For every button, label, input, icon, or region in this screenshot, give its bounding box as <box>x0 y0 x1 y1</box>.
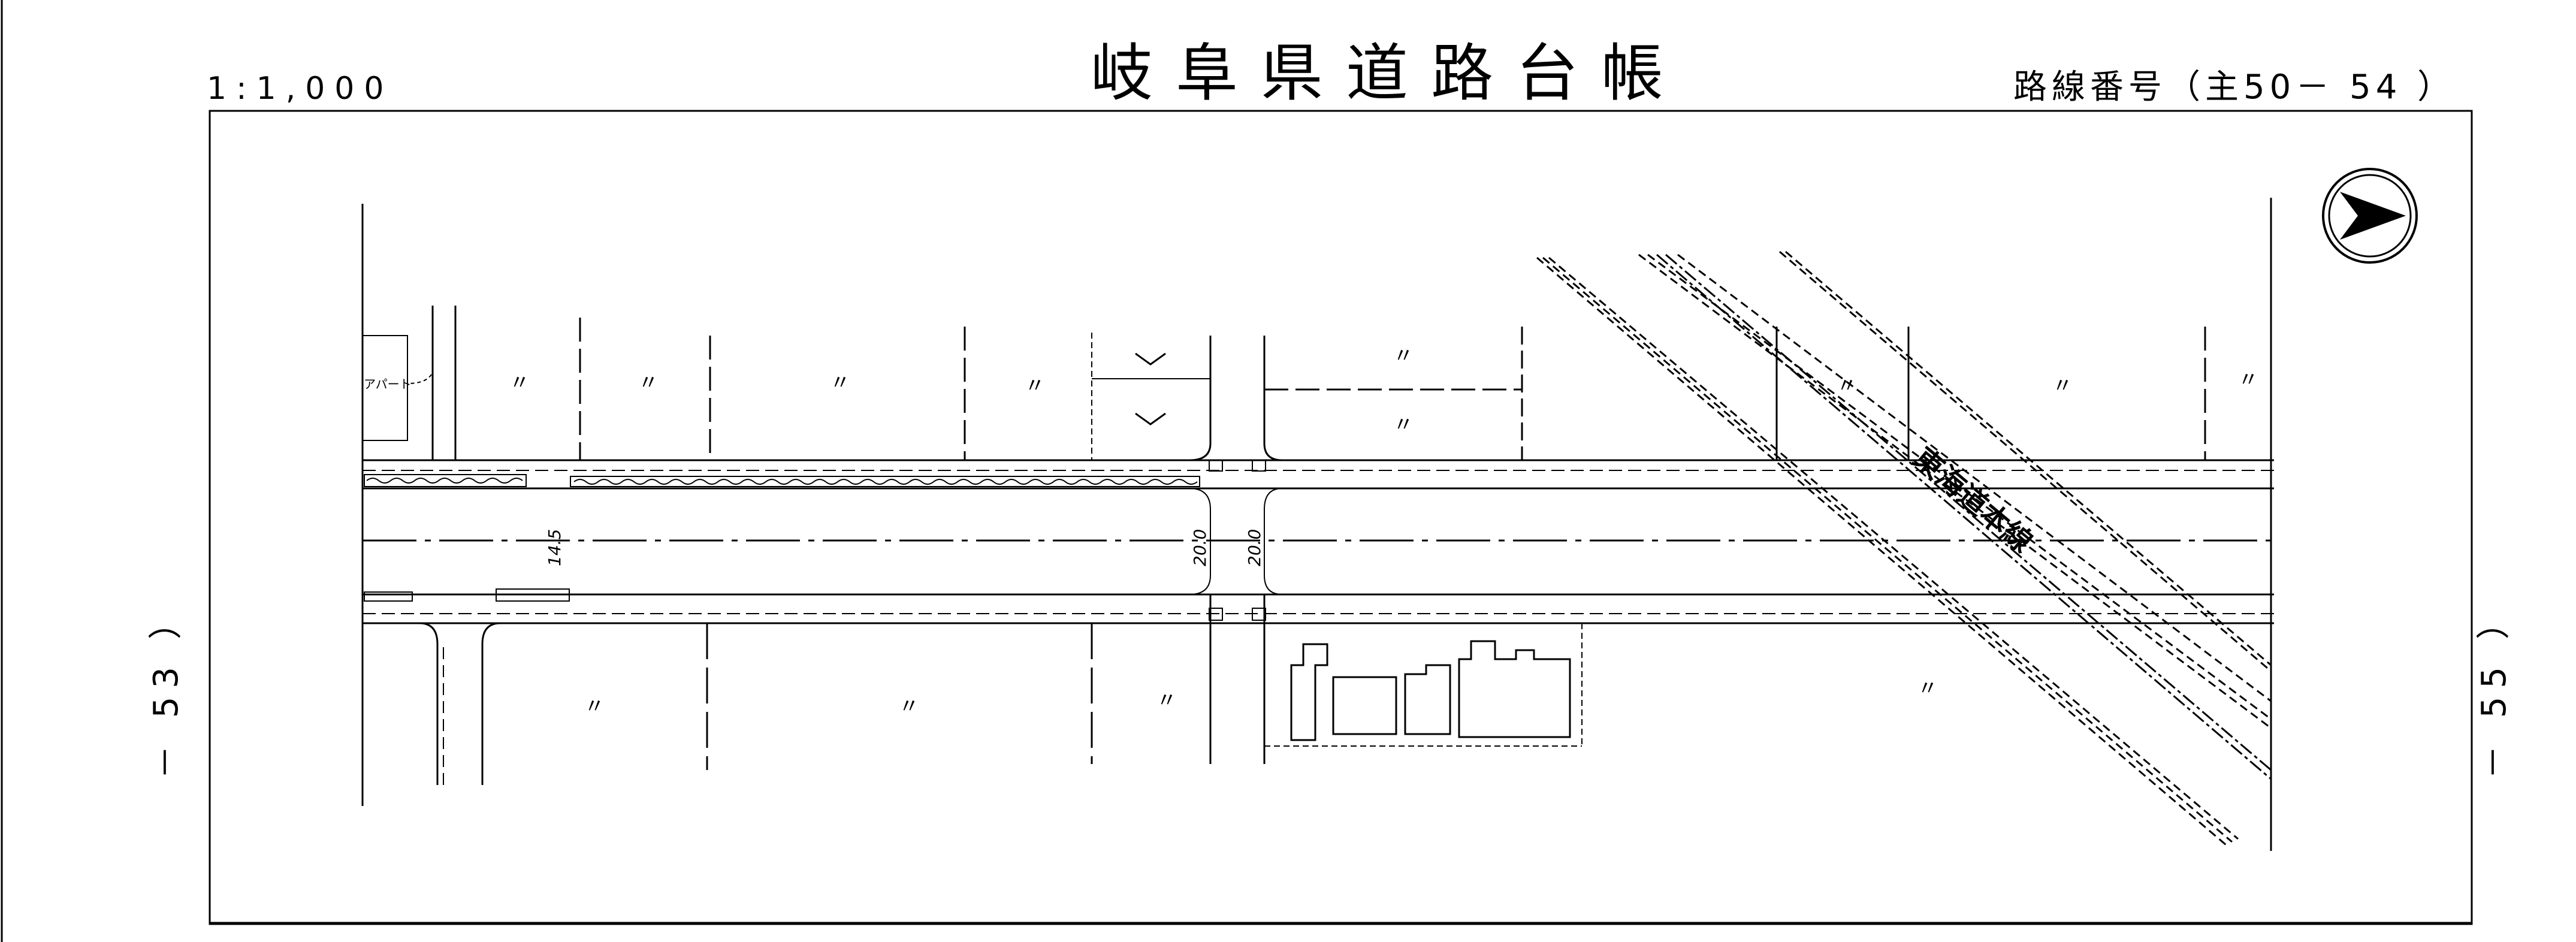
ditto-mark: 〃 <box>1837 374 1857 398</box>
buildings <box>1290 640 1571 741</box>
ditto-mark: 〃 <box>584 695 605 718</box>
ditto-mark: 〃 <box>2238 368 2258 392</box>
apartment-label: アパート <box>364 377 412 391</box>
map-text: アパート 東海道本線 14.5 20.0 20.0 〃 〃 〃 〃 〃 〃 〃 … <box>364 344 2258 718</box>
page-title: 岐阜県道路台帳 <box>1091 37 1687 110</box>
map-frame <box>209 110 2473 925</box>
road <box>363 443 2274 785</box>
ditto-mark: 〃 <box>1917 677 1938 701</box>
ditto-mark: 〃 <box>638 371 659 395</box>
parcel-lines <box>361 198 2272 851</box>
ditto-mark: 〃 <box>1393 344 1414 368</box>
road-width-center-a: 20.0 <box>1190 529 1210 566</box>
ditto-mark: 〃 <box>1025 374 1045 398</box>
railway-label: 東海道本線 <box>1907 441 2039 559</box>
ditto-mark: 〃 <box>1393 413 1414 437</box>
north-arrow-icon <box>2322 168 2418 264</box>
ditto-mark: 〃 <box>830 371 850 395</box>
ditto-mark: 〃 <box>509 371 530 395</box>
road-width-left: 14.5 <box>545 529 564 566</box>
route-number: 路線番号（主50－ 54 ） <box>2013 68 2456 107</box>
ditto-mark: 〃 <box>1156 689 1177 712</box>
railway-lines <box>1536 250 2272 846</box>
ditto-mark: 〃 <box>2052 374 2073 398</box>
scale-label: 1:1,000 <box>207 71 394 107</box>
road-width-center-b: 20.0 <box>1245 529 1264 566</box>
ditto-mark: 〃 <box>899 695 919 718</box>
